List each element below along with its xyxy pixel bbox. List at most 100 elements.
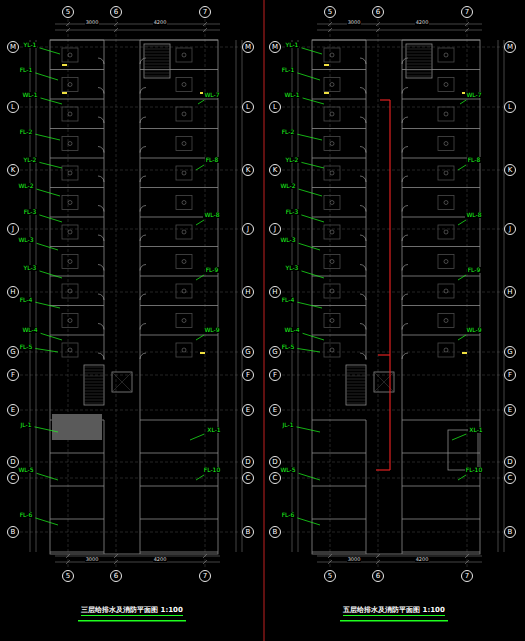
wall-line bbox=[50, 217, 104, 218]
grid-label: G bbox=[10, 349, 15, 356]
grid-bubble: 7 bbox=[461, 570, 473, 582]
drawing-title: 五层给排水及消防平面图 1:100 bbox=[343, 607, 445, 616]
grid-label: C bbox=[273, 475, 278, 482]
leader-line bbox=[458, 475, 466, 480]
callout-number: FL-1 bbox=[19, 67, 34, 73]
leader-line bbox=[196, 220, 204, 225]
stair-tread bbox=[406, 73, 432, 74]
grid-label: E bbox=[246, 407, 250, 414]
stair-tread bbox=[144, 70, 170, 71]
grid-label: H bbox=[272, 289, 277, 296]
dimension-tick bbox=[114, 554, 118, 558]
wall-line bbox=[50, 486, 104, 487]
wall-line bbox=[402, 187, 480, 188]
grid-bubble: J bbox=[269, 223, 281, 235]
grid-label: 5 bbox=[66, 9, 70, 16]
stair-tread bbox=[144, 76, 170, 77]
wall-line bbox=[140, 276, 218, 277]
door-swing bbox=[98, 58, 104, 64]
dimension-tick bbox=[66, 22, 70, 26]
grid-label: M bbox=[245, 44, 251, 51]
leader-line bbox=[196, 275, 204, 280]
fixture-symbol bbox=[330, 260, 334, 264]
wall-line bbox=[104, 40, 105, 360]
building-outline bbox=[312, 40, 480, 554]
stair-tread bbox=[144, 46, 170, 47]
stair-tread bbox=[406, 46, 432, 47]
grid-bubble: G bbox=[269, 346, 281, 358]
axis-line bbox=[282, 170, 503, 171]
leader-line bbox=[196, 165, 204, 170]
door-swing bbox=[98, 88, 104, 94]
leader-line bbox=[297, 348, 320, 352]
grid-label: K bbox=[273, 167, 278, 174]
bathroom-outline bbox=[176, 48, 192, 62]
dimension-text: 4200 bbox=[153, 20, 168, 25]
leader-line bbox=[39, 215, 62, 222]
dimension-line bbox=[317, 562, 482, 563]
stair-outline bbox=[406, 44, 432, 78]
fixture-symbol bbox=[330, 112, 334, 116]
door-swing bbox=[98, 117, 104, 123]
callout-number: JL-1 bbox=[282, 422, 295, 428]
title-underline bbox=[340, 620, 448, 622]
axis-line bbox=[20, 170, 241, 171]
fixture-symbol bbox=[68, 83, 72, 87]
axis-line bbox=[282, 532, 503, 533]
stair-tread bbox=[84, 367, 104, 368]
bathroom-outline bbox=[324, 137, 340, 151]
callout-number: WL-2 bbox=[17, 183, 34, 189]
bathroom-outline bbox=[438, 255, 454, 269]
grid-bubble: B bbox=[242, 526, 254, 538]
bathroom-outline bbox=[62, 314, 78, 328]
grid-label: C bbox=[246, 475, 251, 482]
door-swing bbox=[402, 353, 408, 359]
grid-bubble: H bbox=[7, 286, 19, 298]
leader-line bbox=[35, 348, 58, 352]
door-swing bbox=[140, 117, 146, 123]
fixture-symbol bbox=[444, 319, 448, 323]
dimension-text: 3000 bbox=[347, 20, 362, 25]
wall-line bbox=[402, 453, 480, 454]
stair-tread bbox=[406, 49, 432, 50]
grid-bubble: J bbox=[242, 223, 254, 235]
valve-mark bbox=[62, 64, 67, 66]
door-swing bbox=[360, 324, 366, 330]
door-swing bbox=[402, 235, 408, 241]
plan-drawing bbox=[20, 19, 242, 568]
grid-bubble: F bbox=[504, 369, 516, 381]
door-swing bbox=[402, 147, 408, 153]
wall-line bbox=[402, 335, 480, 336]
wall-line bbox=[50, 246, 104, 247]
stair-tread bbox=[406, 61, 432, 62]
leader-line bbox=[41, 333, 62, 340]
stair-tread bbox=[84, 376, 104, 377]
stair-tread bbox=[84, 391, 104, 392]
grid-label: C bbox=[11, 475, 16, 482]
bathroom-outline bbox=[62, 166, 78, 180]
leader-line bbox=[458, 220, 466, 225]
sheet-divider bbox=[264, 0, 265, 641]
dimension-tick bbox=[66, 554, 70, 558]
grid-label: F bbox=[11, 372, 15, 379]
grid-label: B bbox=[508, 529, 513, 536]
elevator-cross bbox=[112, 372, 132, 392]
grid-label: M bbox=[10, 44, 16, 51]
wall-line bbox=[402, 552, 480, 553]
grid-bubble: G bbox=[504, 346, 516, 358]
grid-label: D bbox=[245, 459, 250, 466]
leader-line bbox=[299, 243, 320, 250]
dimension-tick bbox=[376, 560, 380, 564]
axis-line bbox=[282, 107, 503, 108]
stair-tread bbox=[346, 397, 366, 398]
bathroom-outline bbox=[324, 225, 340, 239]
wall-line bbox=[366, 420, 367, 554]
grid-bubble: 7 bbox=[199, 6, 211, 18]
bathroom-outline bbox=[176, 284, 192, 298]
axis-line bbox=[116, 19, 117, 568]
leader-line bbox=[297, 518, 320, 525]
dimension-tick bbox=[328, 560, 332, 564]
bathroom-outline bbox=[324, 314, 340, 328]
wall-line bbox=[140, 552, 218, 553]
